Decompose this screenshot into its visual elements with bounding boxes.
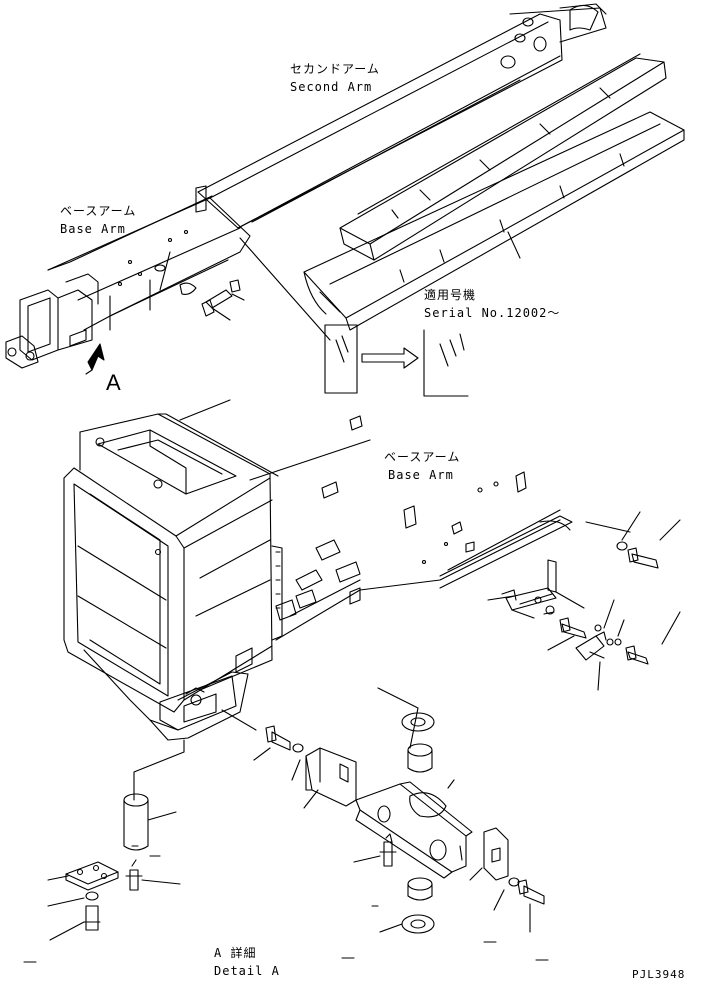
second-arm-en-label: Second Arm (290, 80, 373, 94)
view-marker-a: A (106, 370, 121, 395)
leader-line (239, 237, 331, 341)
slide-plate-drawing (303, 53, 685, 331)
detail-a-drawing (47, 793, 181, 941)
serial-number-label: Serial No.12002〜 (424, 306, 561, 320)
applicable-serial-jp-label: 適用号機 (424, 288, 477, 302)
detail-a-en-label: Detail A (214, 964, 280, 978)
leader-ticks (23, 905, 549, 963)
base-arm-top-en-label: Base Arm (60, 222, 126, 236)
base-arm-mid-jp-label: ベースアーム (384, 450, 461, 464)
detail-a-jp-label: A 詳細 (214, 946, 257, 960)
drawing-code-label: PJL3948 (632, 968, 686, 981)
serial-detail-boxes (324, 324, 469, 397)
pin-bracket-drawing (253, 687, 545, 934)
second-arm-drawing (197, 3, 607, 229)
switch-bracket-drawing (487, 511, 681, 691)
base-arm-side-drawing (275, 415, 573, 641)
base-arm-main-drawing (63, 399, 371, 801)
base-arm-mid-en-label: Base Arm (388, 468, 454, 482)
base-arm-top-jp-label: ベースアーム (60, 204, 137, 218)
second-arm-jp-label: セカンドアーム (290, 62, 380, 76)
